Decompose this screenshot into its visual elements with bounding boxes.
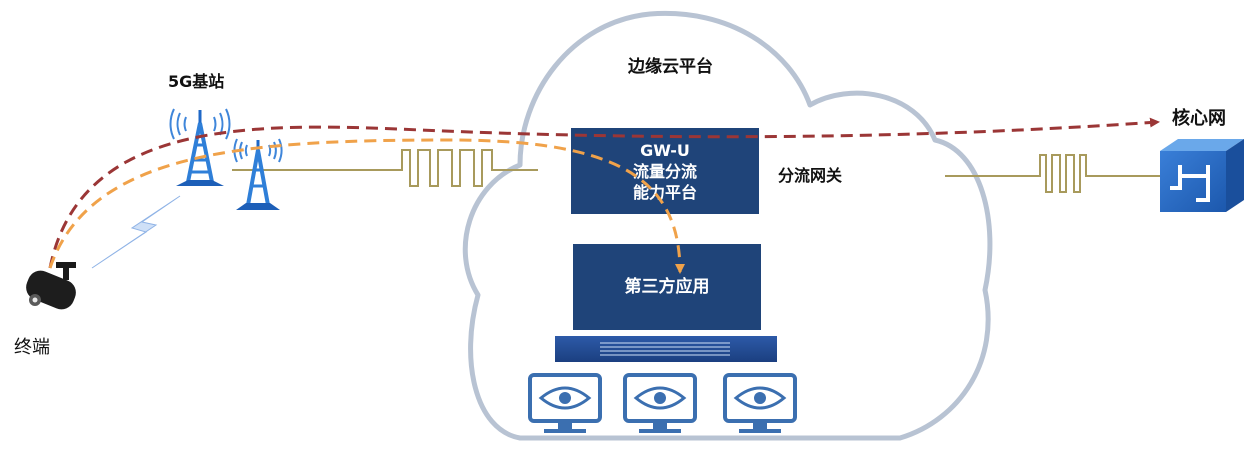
offload-gateway-label: 分流网关 xyxy=(778,166,843,185)
core-network-label: 核心网 xyxy=(1172,108,1226,129)
monitor-icon xyxy=(623,373,697,433)
base-station-label: 5G基站 xyxy=(168,72,225,91)
edge-cloud-label: 边缘云平台 xyxy=(628,57,713,77)
gw-u-platform-box: GW-U 流量分流 能力平台 xyxy=(571,128,759,214)
wireless-signal-bolt xyxy=(91,195,181,269)
camera-icon xyxy=(26,262,76,310)
server-rack xyxy=(555,336,777,362)
terminal-label: 终端 xyxy=(14,337,50,358)
gw-u-line-3: 能力平台 xyxy=(632,182,697,202)
third-party-app-box: 第三方应用 xyxy=(573,244,761,330)
monitor-icon xyxy=(723,373,797,433)
tower-icon xyxy=(169,108,231,186)
core-network-device-icon xyxy=(1160,139,1244,212)
tower-icon xyxy=(233,138,283,210)
gw-u-line-1: GW-U xyxy=(640,140,690,160)
gw-u-line-2: 流量分流 xyxy=(632,161,697,181)
monitor-icon xyxy=(528,373,602,433)
third-party-app-label: 第三方应用 xyxy=(624,276,710,297)
